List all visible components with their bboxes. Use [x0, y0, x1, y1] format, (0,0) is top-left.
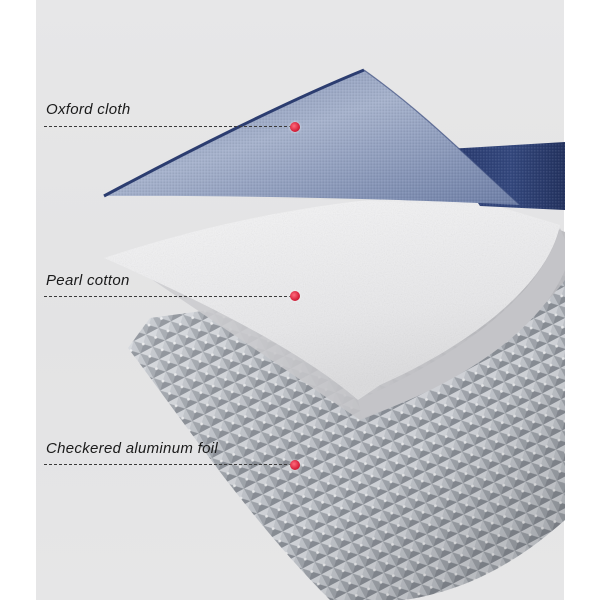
callout-marker-oxford-cloth — [290, 122, 300, 132]
callout-label-oxford-cloth: Oxford cloth — [46, 101, 131, 118]
callout-leader-aluminum-foil — [44, 464, 292, 465]
oxford-cloth-layer — [103, 68, 565, 210]
callout-leader-pearl-cotton — [44, 296, 292, 297]
callout-leader-oxford-cloth — [44, 126, 292, 127]
callout-marker-pearl-cotton — [290, 291, 300, 301]
callout-label-pearl-cotton: Pearl cotton — [46, 272, 130, 289]
callout-marker-aluminum-foil — [290, 460, 300, 470]
callout-label-aluminum-foil: Checkered aluminum foil — [46, 440, 218, 457]
pearl-cotton-layer — [104, 194, 565, 420]
